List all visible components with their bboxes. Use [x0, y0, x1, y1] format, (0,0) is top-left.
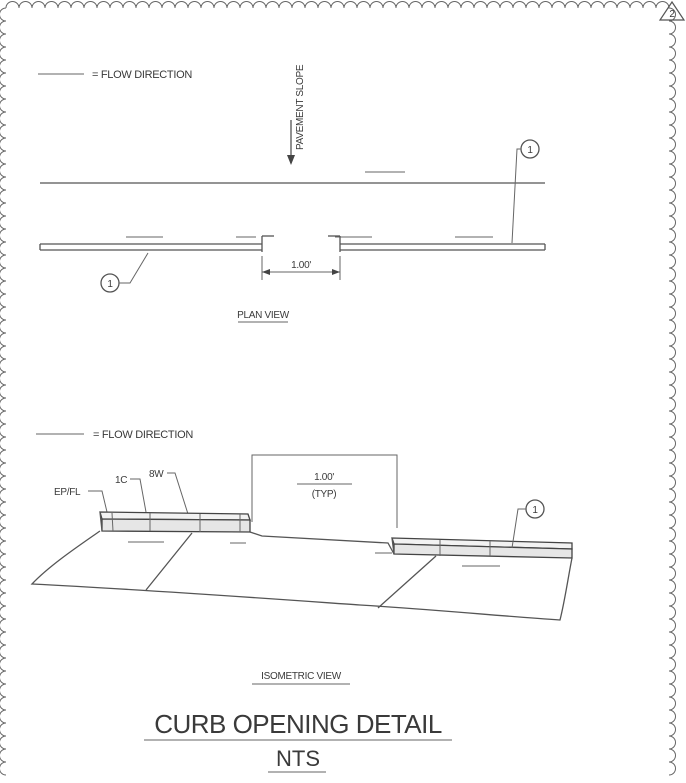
curb-opening-flowline [249, 531, 395, 555]
1c-leader [130, 478, 147, 513]
label-1c: 1C [115, 475, 127, 486]
detail-scale: NTS [276, 746, 320, 771]
callout-number: 1 [532, 505, 538, 516]
plan-view-label: PLAN VIEW [237, 310, 290, 321]
iso-callout: 1 [511, 499, 545, 549]
callout-number: 1 [107, 279, 113, 290]
plan-curb-left [39, 235, 274, 252]
plan-view: = FLOW DIRECTION PAVEMENT SLOPE [38, 64, 546, 323]
joint-line [377, 555, 437, 609]
plan-callout-right: 1 [511, 139, 540, 244]
pavement-slope-label: PAVEMENT SLOPE [295, 64, 306, 150]
ep-fl-leader [88, 490, 108, 513]
iso-dimension-note: (TYP) [312, 489, 337, 500]
dimension-extension [251, 454, 398, 528]
callout-number: 1 [527, 145, 533, 156]
revision-number: 2 [669, 9, 675, 20]
pavement-slope-indicator: PAVEMENT SLOPE [287, 64, 306, 165]
isometric-view: = FLOW DIRECTION EP/FL 1C 8W 1.00' (TYP) [30, 429, 573, 685]
callout-leader [119, 252, 149, 284]
label-8w: 8W [149, 469, 164, 480]
callout-leader [511, 508, 526, 549]
plan-legend-text: = FLOW DIRECTION [92, 69, 192, 81]
joint-line [145, 532, 193, 591]
plan-dimension-text: 1.00' [291, 260, 311, 271]
revision-delta-marker: 2 [658, 0, 686, 21]
iso-opening-dimension: 1.00' (TYP) [251, 454, 398, 528]
iso-pavement-surface [30, 530, 573, 621]
plan-flow-legend: = FLOW DIRECTION [38, 69, 193, 81]
slope-arrow-head [287, 155, 295, 165]
iso-dimension-text: 1.00' [314, 472, 334, 483]
iso-curb-right [375, 537, 573, 567]
plan-opening-dimension: 1.00' [261, 256, 341, 280]
callout-leader [511, 148, 521, 244]
8w-leader [167, 472, 189, 515]
iso-legend-text: = FLOW DIRECTION [93, 429, 193, 441]
revision-cloud-border [0, 1, 676, 776]
label-ep-fl: EP/FL [54, 487, 81, 498]
isometric-view-label: ISOMETRIC VIEW [261, 671, 342, 682]
pavement-outline [30, 530, 573, 621]
detail-title: CURB OPENING DETAIL [154, 709, 442, 739]
plan-callout-left: 1 [100, 252, 149, 293]
iso-flow-legend: = FLOW DIRECTION [36, 429, 194, 441]
plan-curb-right [328, 235, 546, 252]
iso-curb-left [99, 511, 251, 544]
detail-title-block: CURB OPENING DETAIL NTS [144, 709, 452, 773]
